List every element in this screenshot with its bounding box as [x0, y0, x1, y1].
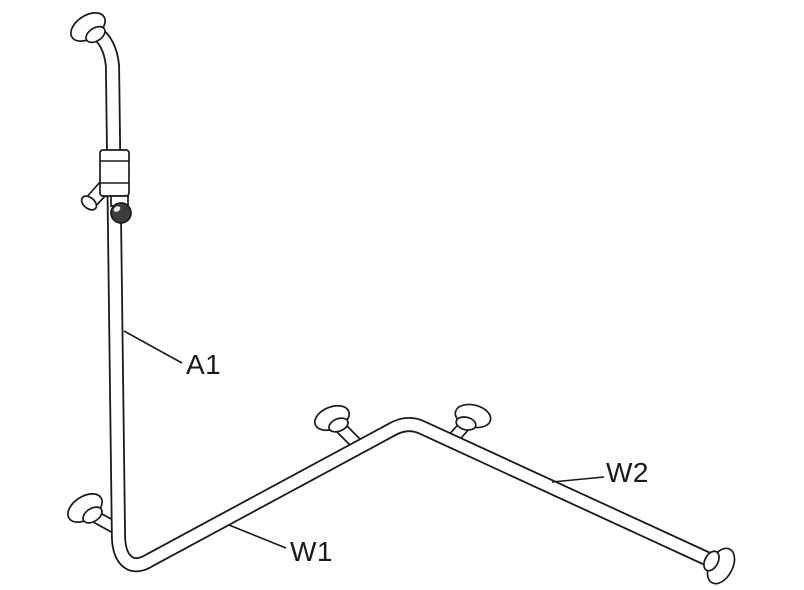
leader-line-w1 — [228, 524, 287, 549]
flange-collar — [82, 506, 103, 524]
leader-line-a1 — [123, 330, 183, 364]
knob-highlight — [113, 206, 121, 212]
wall-flanges — [67, 12, 736, 585]
flange-collar — [703, 550, 720, 572]
clamp-knob — [110, 202, 132, 224]
flange-collar — [328, 417, 349, 433]
label-w1: W1 — [290, 536, 333, 567]
rail-tube-body — [90, 27, 718, 571]
label-a1: A1 — [186, 349, 222, 380]
leader-line-w2 — [551, 476, 605, 483]
wall-flange-corner-left — [313, 404, 351, 433]
wall-flange-corner-right — [454, 403, 492, 431]
wall-flange-bottom-left — [67, 493, 103, 524]
flange-stubs — [85, 417, 473, 534]
flange-collar — [455, 416, 477, 431]
wall-flange-right-end — [703, 547, 736, 585]
flange-collar — [85, 25, 106, 44]
slider-sleeve — [99, 149, 130, 197]
leader-lines — [123, 330, 605, 549]
label-w2: W2 — [606, 457, 649, 488]
holder-cup — [80, 195, 98, 211]
shower-holder-slider — [80, 149, 132, 224]
rail-tube — [88, 25, 720, 573]
wall-flange-top — [70, 12, 106, 44]
